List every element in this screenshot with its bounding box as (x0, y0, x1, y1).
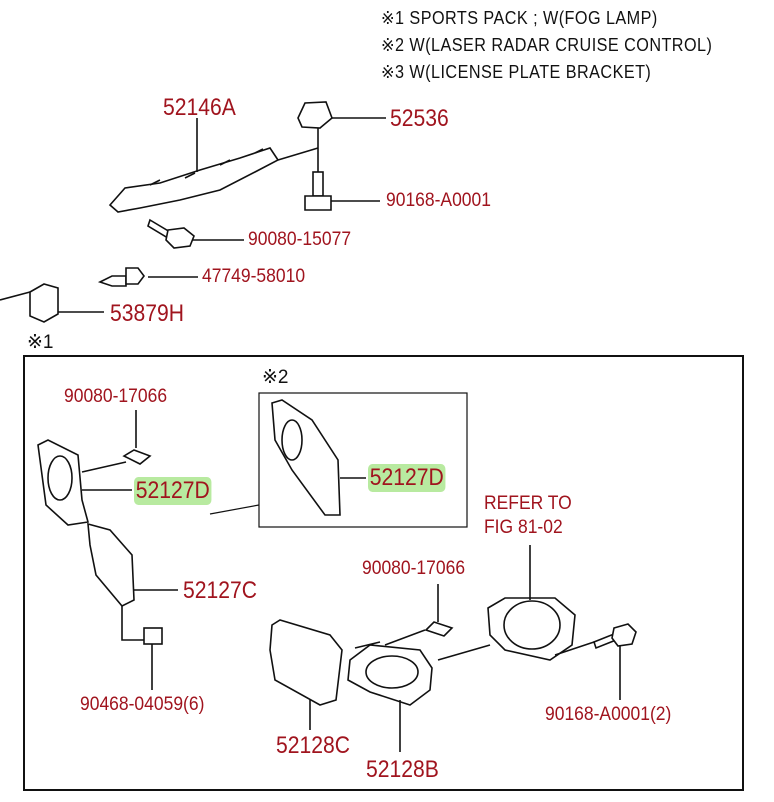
part-53879H[interactable]: 53879H (110, 300, 184, 327)
line-lamp-bolt (554, 639, 601, 656)
part-52127D-highlighted[interactable]: 52127D (134, 477, 212, 505)
bezel-52127D (37, 439, 90, 526)
screw-90080-15077 (147, 218, 195, 249)
bolt-90168 (304, 171, 332, 211)
line-52128C-52128B (354, 641, 381, 649)
leader-clip-90468 (121, 606, 144, 641)
part-90080-17066-left[interactable]: 90080-17066 (64, 386, 168, 407)
leader-bezel-clip (81, 461, 127, 473)
line-clip-right (384, 629, 426, 646)
part-90168-A0001[interactable]: 90168-A0001 (386, 190, 491, 211)
clip-90080-17066-right (424, 621, 454, 637)
bracket-52127C (87, 522, 135, 607)
cover-52128B (347, 644, 433, 706)
pin-47749 (97, 267, 145, 287)
part-90080-15077[interactable]: 90080-15077 (248, 229, 352, 250)
part-52128C[interactable]: 52128C (276, 732, 350, 759)
edge-line (0, 291, 31, 301)
cover-52128C (269, 619, 343, 706)
note-1: ※1 SPORTS PACK ; W(FOG LAMP) (381, 8, 658, 28)
sports-pack-frame (23, 355, 744, 791)
part-90168-A0001-2[interactable]: 90168-A0001(2) (545, 704, 672, 725)
refer-to-label: REFER TO (484, 493, 572, 514)
radar-inset-frame (258, 392, 468, 528)
retainer-53879H (29, 283, 59, 323)
part-52127C[interactable]: 52127C (183, 577, 257, 604)
part-52536[interactable]: 52536 (390, 105, 449, 132)
part-47749-58010[interactable]: 47749-58010 (202, 266, 306, 287)
marker-group1: ※1 (27, 332, 54, 353)
fog-lamp (487, 597, 576, 661)
connector-line (277, 147, 319, 161)
refer-fig-link[interactable]: FIG 81-02 (484, 517, 563, 538)
part-52127D-inset-highlighted[interactable]: 52127D (368, 464, 446, 492)
part-52146A[interactable]: 52146A (163, 94, 236, 121)
marker-group2: ※2 (262, 367, 289, 388)
bracket-52146A (108, 147, 280, 213)
inset-pointer (209, 504, 260, 515)
note-2: ※2 W(LASER RADAR CRUISE CONTROL) (381, 35, 713, 55)
part-90080-17066-right[interactable]: 90080-17066 (362, 558, 466, 579)
clip-90468 (143, 627, 163, 645)
part-52128B[interactable]: 52128B (366, 756, 439, 783)
part-90468-04059[interactable]: 90468-04059(6) (80, 694, 205, 715)
line-to-foglamp (437, 644, 491, 661)
clip-52536 (297, 101, 333, 129)
clip-90080-17066-left (122, 449, 152, 465)
bezel-52127D-inset (271, 399, 341, 516)
bolt-90168-right (593, 623, 637, 650)
note-3: ※3 W(LICENSE PLATE BRACKET) (381, 62, 652, 82)
